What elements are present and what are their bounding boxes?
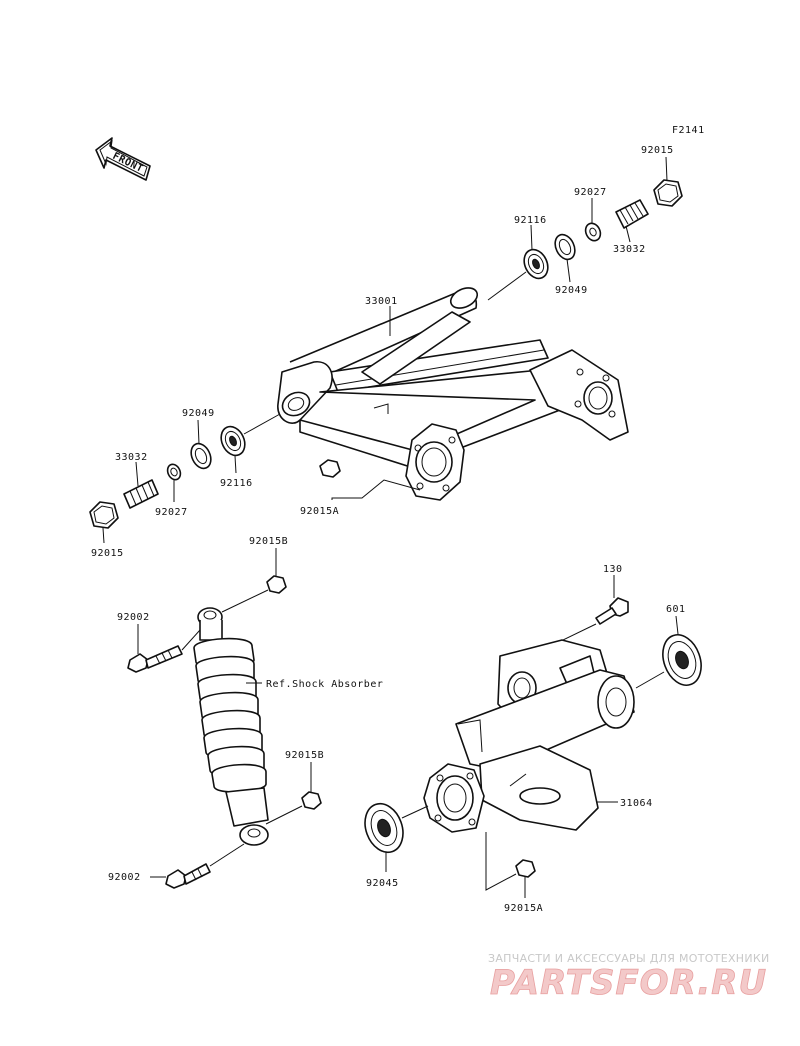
watermark-caption: ЗАПЧАСТИ И АКСЕССУАРЫ ДЛЯ МОТОТЕХНИКИ — [488, 952, 770, 965]
nut-92015B-mid — [265, 762, 322, 825]
bearing-601 — [635, 615, 702, 689]
shock-absorber — [193, 607, 269, 846]
label-92015A-bottom: 92015A — [504, 903, 543, 914]
nut-92015-top — [653, 156, 683, 207]
label-92002-bottom: 92002 — [108, 872, 141, 883]
label-ref-shock-absorber: Ref.Shock Absorber — [266, 679, 383, 690]
label-92049-left: 92049 — [182, 408, 215, 419]
diagram-code: F2141 — [672, 125, 705, 136]
bolt-92002-bottom — [150, 843, 245, 889]
label-33001: 33001 — [365, 296, 398, 307]
washer-92027-top — [584, 198, 602, 242]
label-92049-top: 92049 — [555, 285, 588, 296]
seal-92049-left — [190, 419, 212, 470]
label-92045: 92045 — [366, 878, 399, 889]
nut-92015A-bottom — [485, 832, 536, 898]
bolt-92002-top — [127, 624, 201, 673]
bearing-92116-top — [523, 224, 549, 280]
label-92027-left: 92027 — [155, 507, 188, 518]
carrier-31064 — [423, 639, 635, 833]
bearing-92045 — [364, 802, 429, 872]
label-601: 601 — [666, 604, 686, 615]
label-33032-left: 33032 — [115, 452, 148, 463]
watermark-brand-logo: PARTSFOR.RU — [490, 963, 767, 1003]
label-92015B-top: 92015B — [249, 536, 288, 547]
nut-92015-left — [89, 501, 119, 544]
washer-92027-left — [166, 463, 182, 502]
label-92015-top: 92015 — [641, 145, 674, 156]
label-33032-top: 33032 — [613, 244, 646, 255]
label-92116-left: 92116 — [220, 478, 253, 489]
label-92015A-top: 92015A — [300, 506, 339, 517]
label-92002-top: 92002 — [117, 612, 150, 623]
label-92015B-mid: 92015B — [285, 750, 324, 761]
label-31064: 31064 — [620, 798, 653, 809]
stud-33032-top — [615, 199, 649, 243]
label-92116-top: 92116 — [514, 215, 547, 226]
swingarm-33001 — [277, 287, 629, 501]
label-130: 130 — [603, 564, 623, 575]
label-92015-left: 92015 — [91, 548, 124, 559]
seal-92049-top — [554, 233, 576, 283]
bearing-92116-left — [220, 413, 281, 474]
front-arrow-icon: FRONT — [95, 137, 151, 181]
nut-92015A-top — [319, 459, 421, 500]
label-92027-top: 92027 — [574, 187, 607, 198]
stud-33032-left — [123, 461, 159, 509]
nut-92015B-top — [221, 548, 287, 613]
